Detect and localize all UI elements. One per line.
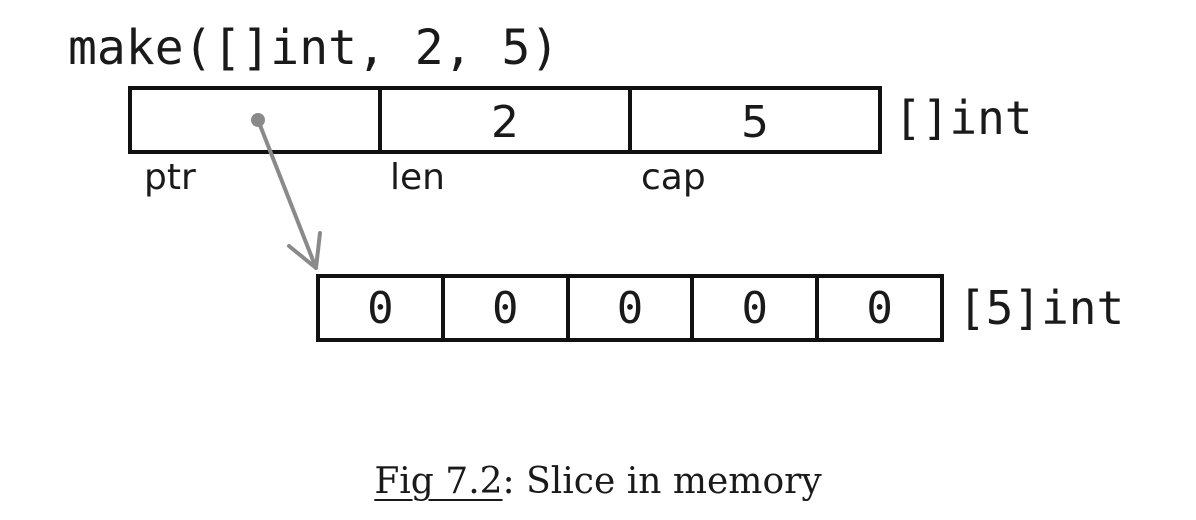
array-cell: 0 (367, 282, 394, 334)
slice-header-box: 2 5 (128, 86, 882, 154)
len-cell: 2 (378, 90, 628, 150)
ptr-label: ptr (144, 157, 196, 198)
array-cell: 0 (690, 278, 815, 338)
cap-label: cap (641, 157, 706, 198)
slice-type-label: []int (894, 91, 1033, 145)
figure-ref: Fig 7.2 (374, 461, 503, 502)
caption-text: : Slice in memory (502, 461, 822, 502)
array-cell: 0 (565, 278, 691, 338)
diagram-title: make([]int, 2, 5) (68, 20, 560, 76)
len-label: len (390, 157, 445, 198)
ptr-cell (132, 90, 378, 150)
cap-cell: 5 (628, 90, 878, 150)
array-cell: 0 (815, 278, 940, 338)
array-cell: 0 (440, 278, 566, 338)
array-type-label: [5]int (958, 281, 1125, 335)
pointer-arrowhead (287, 231, 322, 270)
backing-array-box: 0 0 0 0 0 (316, 274, 944, 342)
figure-caption: Fig 7.2: Slice in memory (0, 458, 1196, 506)
